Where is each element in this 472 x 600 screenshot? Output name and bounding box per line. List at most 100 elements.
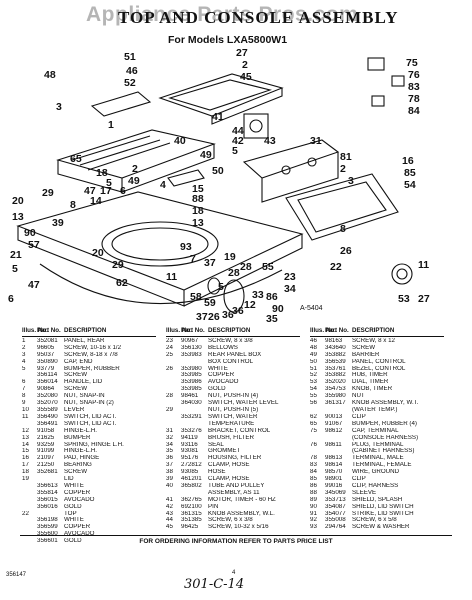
part-description: DIAL, TIMER bbox=[352, 379, 389, 386]
ordering-notice: FOR ORDERING INFORMATION REFER TO PARTS … bbox=[139, 538, 333, 545]
part-number: 98901 bbox=[325, 476, 343, 483]
illus-number: 10 bbox=[22, 406, 29, 413]
callout: 88 bbox=[192, 193, 204, 205]
filter-housing bbox=[223, 279, 245, 313]
callout: 50 bbox=[212, 165, 224, 177]
illus-number: 40 bbox=[166, 482, 173, 489]
callout: 5 bbox=[232, 145, 238, 157]
part-number: 353980 bbox=[181, 365, 202, 372]
timer-knob bbox=[391, 263, 413, 285]
part-description: CLIP, HARNESS bbox=[352, 482, 399, 489]
illus-number: 88 bbox=[310, 489, 317, 496]
part-number: 93116 bbox=[181, 441, 198, 448]
illus-number: 1 bbox=[22, 337, 26, 344]
callout: 75 bbox=[406, 57, 418, 69]
illus-number: 39 bbox=[166, 476, 173, 483]
part-description: HINGE-L.H. bbox=[64, 427, 98, 434]
illus-number: 76 bbox=[310, 441, 317, 448]
illus-number: 3 bbox=[22, 351, 26, 358]
part-number: 93081 bbox=[181, 448, 199, 455]
illus-number: 11 bbox=[22, 413, 29, 420]
callout: 7 bbox=[190, 253, 196, 265]
callout: 26 bbox=[208, 311, 220, 323]
part-number: 353985 bbox=[181, 386, 202, 393]
callout: 3 bbox=[56, 101, 62, 113]
illus-number: 14 bbox=[22, 441, 29, 448]
part-number: 351385 bbox=[181, 517, 202, 524]
callout: 23 bbox=[284, 271, 296, 283]
part-description: KNOB, TIMER bbox=[352, 386, 393, 393]
part-number: 353986 bbox=[181, 379, 202, 386]
illus-number: 48 bbox=[310, 344, 317, 351]
part-description: WHITE bbox=[64, 482, 84, 489]
callout: 5 bbox=[218, 281, 224, 293]
part-description: SCREW bbox=[64, 372, 88, 379]
part-description: BARRIER bbox=[352, 351, 380, 358]
callout: 1 bbox=[108, 119, 114, 131]
part-description: KNOB ASSEMBLY, W.T. bbox=[352, 400, 419, 407]
illus-number: 32 bbox=[166, 434, 173, 441]
part-number: 96425 bbox=[181, 524, 199, 531]
illus-number: 35 bbox=[166, 448, 173, 455]
callout: 62 bbox=[116, 277, 128, 289]
part-number: 98612 bbox=[325, 427, 343, 434]
illus-number: 9 bbox=[22, 400, 26, 407]
part-description: TOP bbox=[64, 510, 77, 517]
part-number: 356130 bbox=[181, 344, 202, 351]
illus-number: 49 bbox=[310, 351, 317, 358]
callout: 27 bbox=[236, 47, 248, 59]
callout: 2 bbox=[242, 59, 248, 71]
part-description: CLAMP, HOSE bbox=[208, 476, 250, 483]
part-description: (WATER TEMP.) bbox=[352, 406, 398, 413]
callout: 6 bbox=[8, 293, 14, 305]
part-number: 98163 bbox=[325, 337, 343, 344]
part-number: 352081 bbox=[37, 337, 58, 344]
part-number: 353882 bbox=[325, 351, 346, 358]
callout: 18 bbox=[96, 167, 108, 179]
part-description: SCREW, 6 x 3/8 bbox=[208, 517, 253, 524]
part-number: 21250 bbox=[37, 462, 55, 469]
page-number: 4 bbox=[232, 570, 236, 576]
footer-rule bbox=[20, 535, 452, 536]
part-description: AVOCADO bbox=[208, 379, 239, 386]
part-description: SCREW, 6 x 5/8 bbox=[352, 517, 397, 524]
part-number: 353761 bbox=[325, 365, 346, 372]
illus-number: 26 bbox=[166, 365, 173, 372]
callout: 6 bbox=[120, 185, 126, 197]
part-description: CLAMP, HOSE bbox=[208, 462, 250, 469]
part-number: 90864 bbox=[37, 386, 55, 393]
part-number: 355980 bbox=[325, 393, 346, 400]
illus-number: 55 bbox=[310, 393, 317, 400]
part-number: 353882 bbox=[325, 372, 346, 379]
part-description: HOSE bbox=[208, 469, 226, 476]
callout: 55 bbox=[262, 261, 274, 273]
callout: 37 bbox=[204, 257, 216, 269]
part-description: ASSEMBLY, AS 11 bbox=[208, 489, 260, 496]
part-description: BELLOWS bbox=[208, 344, 238, 351]
